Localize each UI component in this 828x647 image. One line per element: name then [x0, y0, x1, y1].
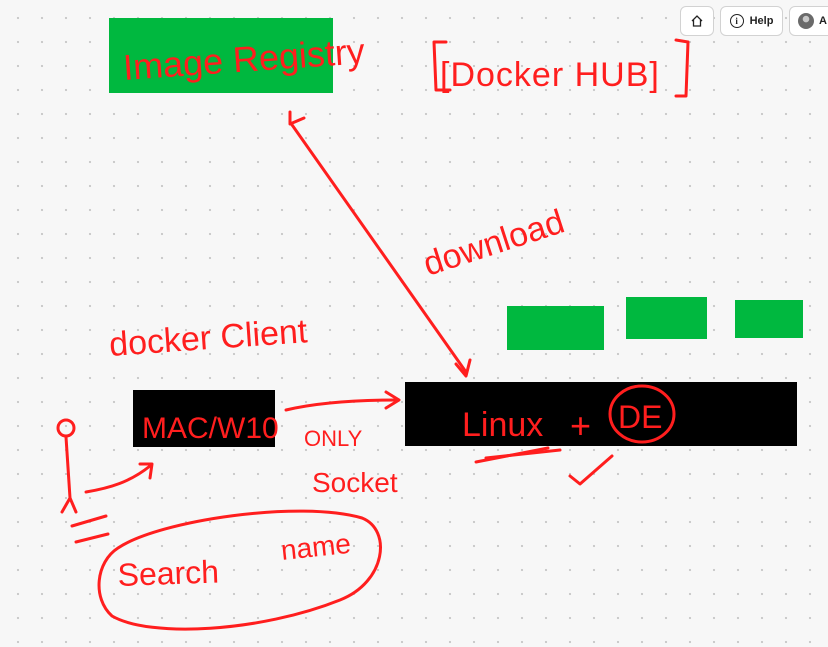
- home-icon: [691, 15, 703, 27]
- download-arrowhead-bottom: [454, 358, 472, 378]
- home-button[interactable]: [680, 6, 714, 36]
- user-menu-button[interactable]: A: [789, 6, 828, 36]
- user-head: [56, 418, 76, 438]
- host-os-label: MAC/W10: [142, 412, 279, 445]
- de-circle: [608, 384, 676, 444]
- hub-label: [Docker HUB]: [440, 56, 660, 94]
- user-body: [64, 435, 72, 500]
- hub-left-bracket: [432, 40, 452, 92]
- hub-right-bracket: [674, 38, 690, 98]
- check-mark: [568, 454, 614, 486]
- user-arrow: [84, 464, 152, 494]
- info-icon: i: [729, 14, 744, 28]
- download-label: download: [419, 202, 569, 283]
- search-label: Search: [117, 553, 220, 593]
- linux-label: Linux: [462, 406, 543, 444]
- underline-1: [70, 514, 108, 528]
- help-button[interactable]: i Help: [720, 6, 783, 36]
- help-label: Help: [749, 15, 774, 27]
- registry-box[interactable]: [109, 18, 333, 93]
- host-os-box[interactable]: [133, 390, 275, 447]
- download-arrow: [288, 120, 468, 374]
- plus-label: +: [570, 405, 591, 446]
- socket-arrow: [284, 398, 400, 412]
- container-box-3[interactable]: [735, 300, 803, 338]
- user-initial: A: [819, 15, 827, 27]
- container-box-1[interactable]: [507, 306, 604, 350]
- user-arrowhead: [138, 462, 154, 480]
- name-label: name: [279, 528, 352, 566]
- de-label: DE: [618, 399, 662, 435]
- container-box-2[interactable]: [626, 297, 707, 339]
- user-legs: [60, 496, 78, 514]
- socket-label: Socket: [312, 467, 398, 498]
- top-toolbar: i Help A: [680, 6, 828, 36]
- search-oval: [97, 509, 382, 631]
- linux-underline-2: [484, 448, 562, 460]
- socket-arrowhead: [384, 390, 401, 410]
- avatar: [798, 13, 814, 29]
- only-label: ONLY: [304, 426, 363, 451]
- linux-box[interactable]: [405, 382, 797, 446]
- download-arrowhead-top: [288, 110, 306, 126]
- registry-label: Image Registry: [122, 30, 366, 88]
- underline-2: [74, 532, 110, 544]
- client-label: docker Client: [108, 312, 309, 364]
